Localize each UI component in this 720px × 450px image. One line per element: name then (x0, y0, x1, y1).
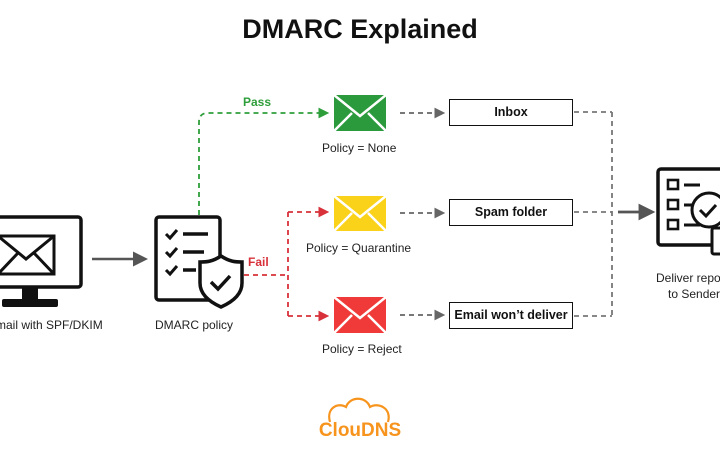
pass-label: Pass (243, 95, 272, 109)
to-sender-label: to Sender (668, 287, 720, 301)
envelope-red-icon (333, 296, 387, 334)
report-icon (656, 167, 720, 256)
fail-label: Fail (248, 255, 269, 269)
deliver-reports-label: Deliver reports (656, 271, 720, 285)
sender-label: Email with SPF/DKIM (0, 318, 103, 332)
inbox-box: Inbox (449, 99, 573, 126)
envelope-yellow-icon (333, 195, 387, 232)
envelope-green-icon (333, 94, 387, 132)
pass-connector (198, 107, 330, 215)
cloudns-cloud-icon (328, 397, 390, 423)
email-wont-deliver-box: Email won’t deliver (449, 302, 573, 329)
spam-folder-box: Spam folder (449, 199, 573, 226)
diagram-title: DMARC Explained (242, 14, 478, 44)
policy-quarantine-label: Policy = Quarantine (306, 241, 412, 255)
policy-none-label: Policy = None (322, 141, 397, 155)
dmarc-policy-label: DMARC policy (155, 318, 234, 332)
monitor-envelope-icon (0, 215, 83, 307)
policy-reject-label: Policy = Reject (322, 342, 402, 356)
cloudns-logo-text: ClouDNS (318, 420, 402, 441)
dmarc-policy-icon (154, 215, 244, 309)
